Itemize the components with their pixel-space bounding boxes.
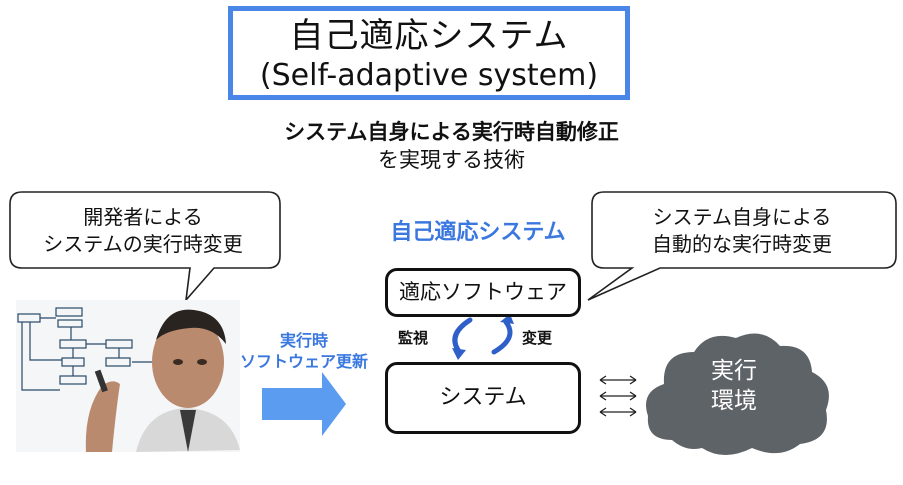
runtime-update-arrow xyxy=(262,372,346,436)
monitor-label: 監視 xyxy=(398,329,429,347)
developer-bubble-line1: 開発者による xyxy=(83,205,203,229)
developer-bubble-line2: システムの実行時変更 xyxy=(43,232,243,256)
environment-line2: 環境 xyxy=(711,388,757,414)
title-box: 自己適応システム (Self-adaptive system) xyxy=(228,6,630,100)
system-box: システム xyxy=(385,362,581,434)
environment-label: 実行 環境 xyxy=(684,356,784,416)
title-jp: 自己適応システム xyxy=(289,16,569,56)
system-bubble-text: システム自身による 自動的な実行時変更 xyxy=(592,204,892,258)
subtitle-normal: を実現する技術 xyxy=(378,148,525,172)
system-bubble-line1: システム自身による xyxy=(652,205,832,229)
environment-line1: 実行 xyxy=(711,358,757,384)
adaptive-software-box: 適応ソフトウェア xyxy=(385,268,581,317)
system-speech-bubble xyxy=(587,191,897,301)
developer-photo xyxy=(16,300,240,452)
system-bubble-line2: 自動的な実行時変更 xyxy=(652,232,832,256)
title-en: (Self-adaptive system) xyxy=(259,58,599,93)
monitor-arrow xyxy=(452,317,473,353)
subtitle-bold: システム自身による実行時自動修正 xyxy=(284,120,619,144)
interaction-arrows xyxy=(599,375,637,417)
runtime-update-line2: ソフトウェア更新 xyxy=(239,352,368,371)
change-arrow xyxy=(491,319,513,355)
environment-cloud xyxy=(646,333,829,455)
runtime-update-label: 実行時 ソフトウェア更新 xyxy=(236,330,372,372)
developer-bubble-text: 開発者による システムの実行時変更 xyxy=(14,204,272,258)
self-adaptive-system-heading: 自己適応システム xyxy=(390,220,566,245)
runtime-update-line1: 実行時 xyxy=(279,331,328,350)
developer-speech-bubble xyxy=(9,191,281,303)
change-label: 変更 xyxy=(522,329,553,347)
